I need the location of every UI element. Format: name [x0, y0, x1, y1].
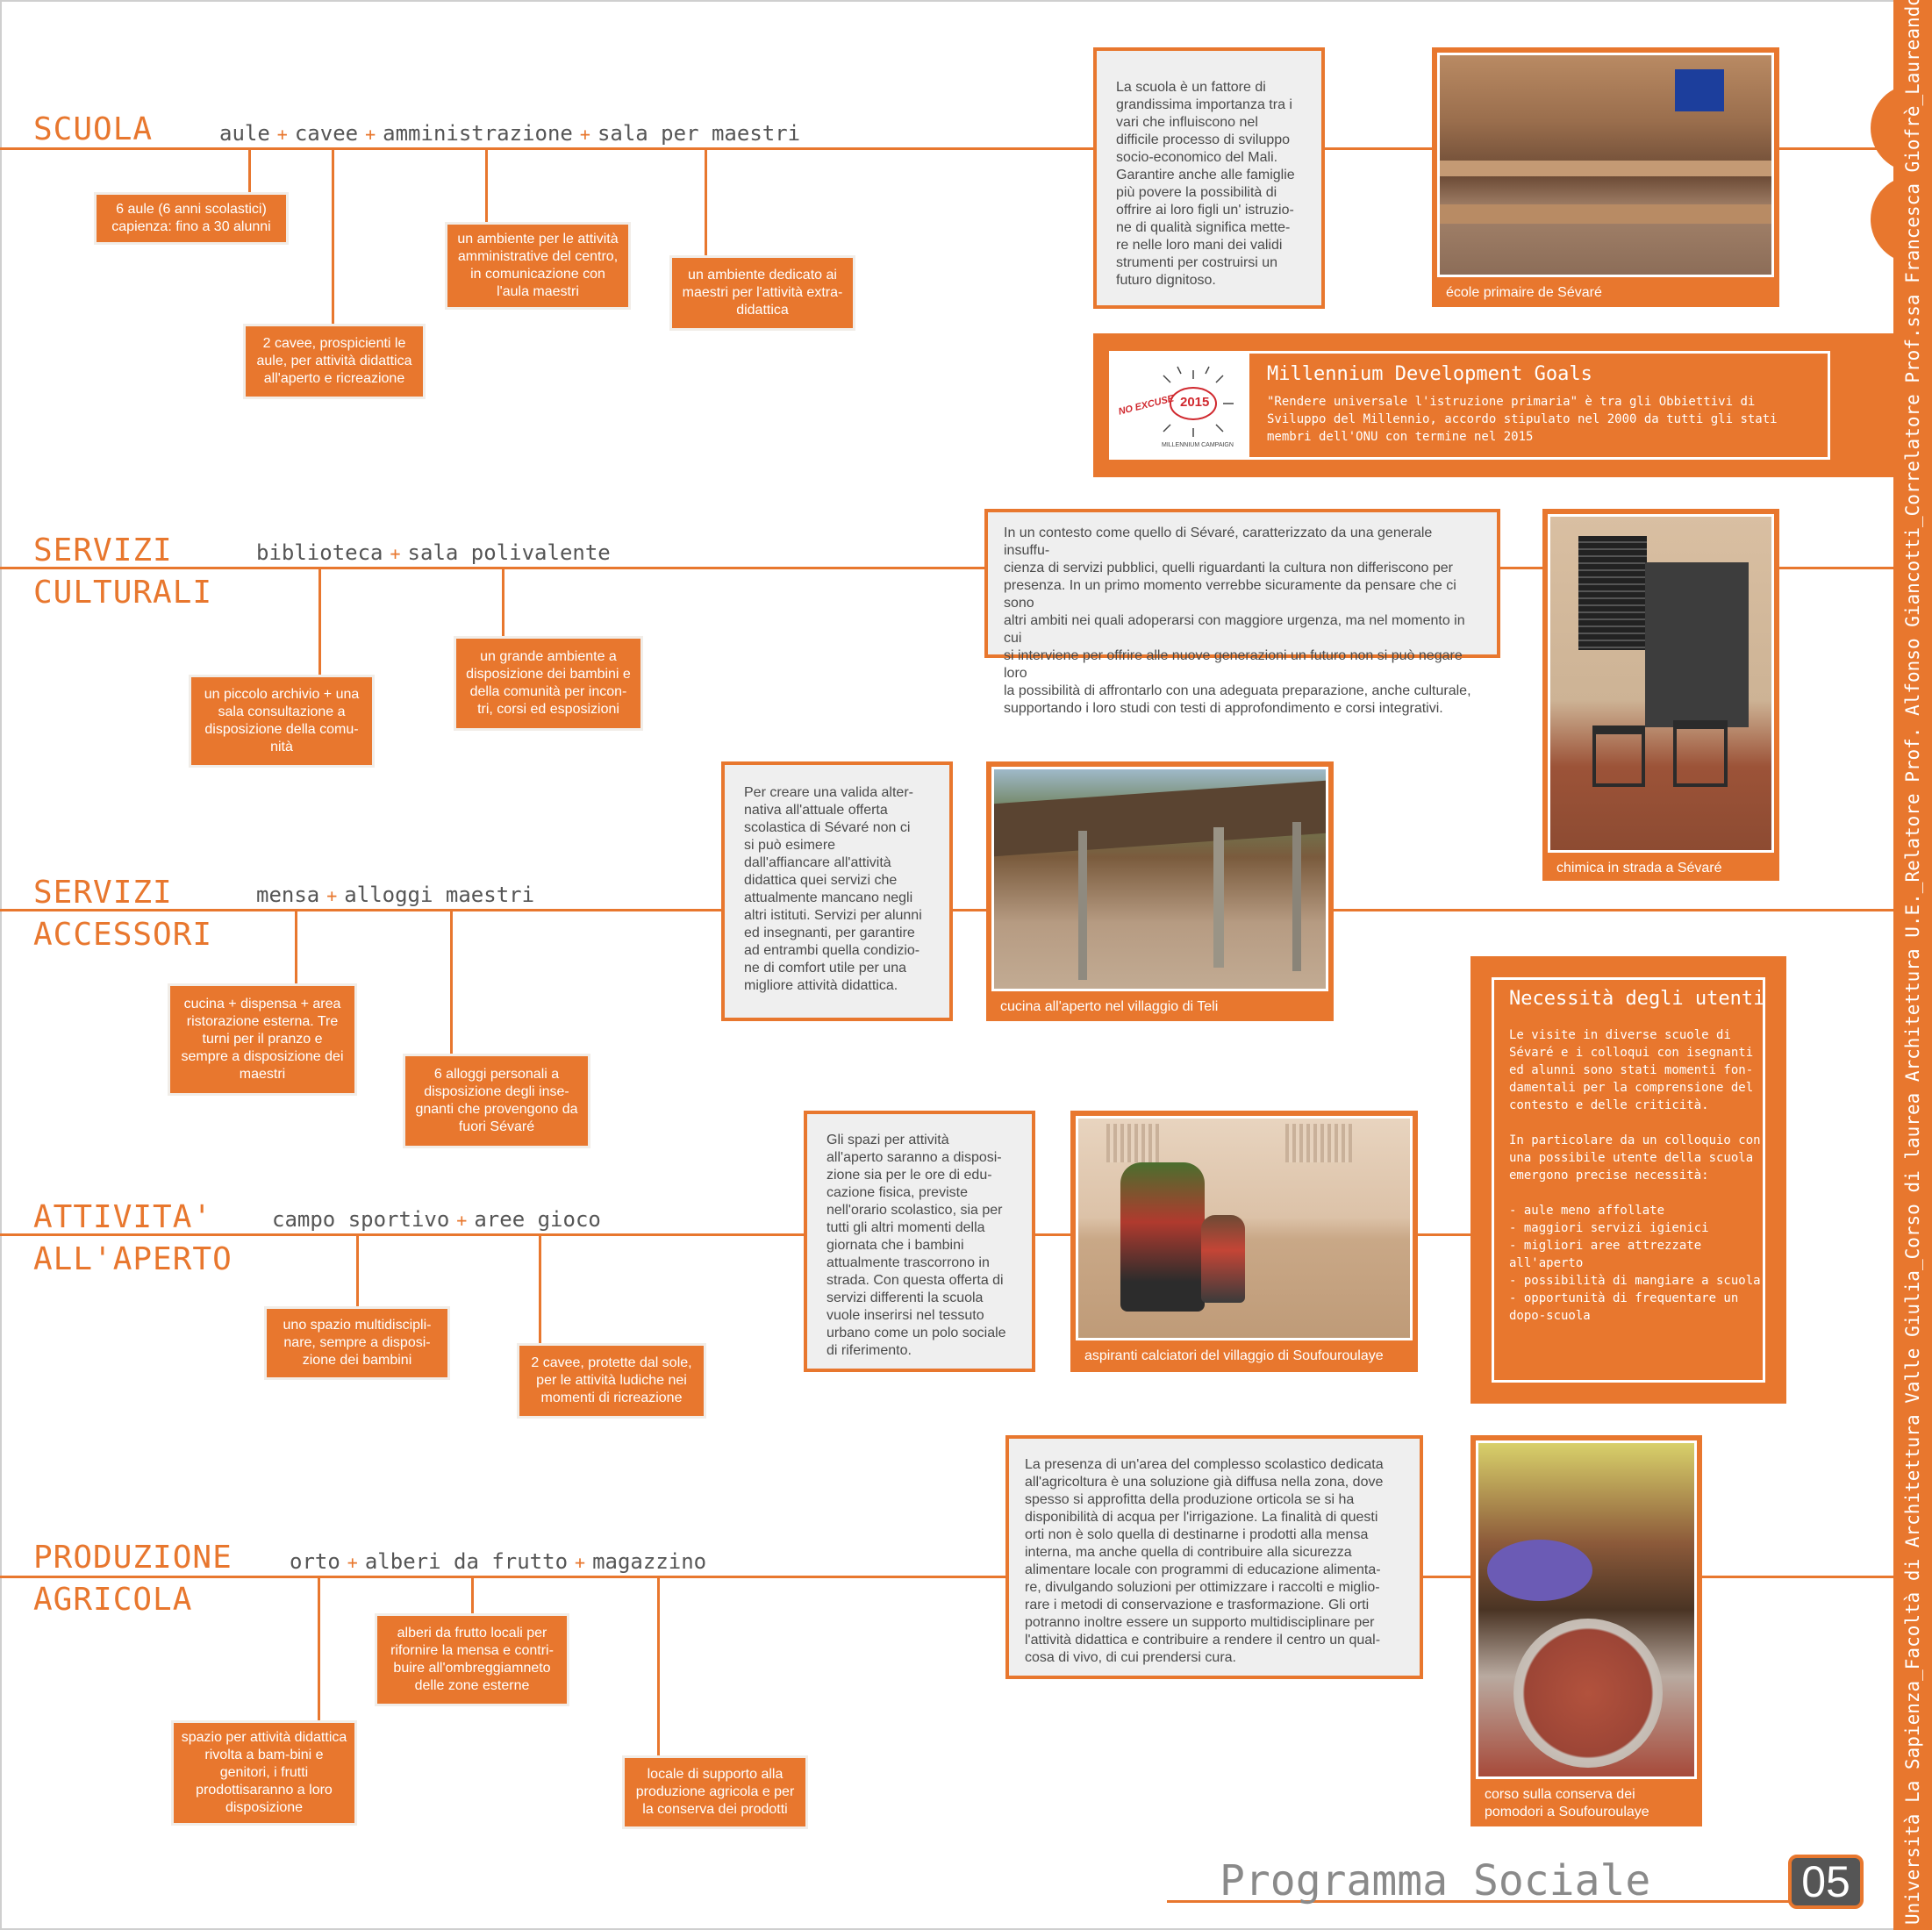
- accessori-photo: cucina all'aperto nel villaggio di Teli: [986, 761, 1334, 1021]
- culturali-photo-caption: chimica in strada a Sévaré: [1556, 861, 1722, 876]
- element-campo-sportivo: campo sportivo: [272, 1207, 450, 1232]
- note-mensa: cucina + dispensa + area ristorazione es…: [170, 986, 354, 1093]
- note-campo-sportivo: uno spazio multidiscipli-nare, sempre a …: [267, 1309, 447, 1377]
- note-cavee: 2 cavee, prospicienti le aule, per attiv…: [246, 326, 423, 397]
- necessita-inner: [1492, 977, 1765, 1383]
- element-alberi: alberi da frutto: [364, 1549, 569, 1574]
- outdoor-kitchen-image: [991, 767, 1328, 991]
- agricola-title: PRODUZIONE AGRICOLA: [33, 1540, 233, 1618]
- logo-year: 2015: [1180, 395, 1210, 410]
- connector: [248, 149, 251, 195]
- note-aule: 6 aule (6 anni scolastici) capienza: fin…: [97, 195, 286, 242]
- element-biblioteca: biblioteca: [256, 540, 383, 565]
- connector: [318, 1577, 320, 1723]
- credits-strip: [1893, 0, 1932, 1930]
- children-image: [1076, 1116, 1413, 1340]
- aperto-title: ATTIVITA' ALL'APERTO: [33, 1199, 233, 1277]
- culturali-photo: chimica in strada a Sévaré: [1542, 509, 1779, 881]
- connector: [295, 911, 297, 986]
- scuola-elements: aule+cavee+amministrazione+sala per maes…: [219, 121, 801, 146]
- note-magazzino: locale di supporto alla produzione agric…: [625, 1758, 805, 1826]
- connector: [318, 568, 321, 677]
- mdg-inner: [1109, 351, 1830, 460]
- note-sala-polivalente: un grande ambiente a disposizione dei ba…: [456, 639, 640, 728]
- culturali-axis: [0, 567, 1895, 569]
- accessori-elements: mensa+alloggi maestri: [256, 883, 535, 907]
- aperto-text: Gli spazi per attività all'aperto sarann…: [804, 1111, 1035, 1372]
- element-aule: aule: [219, 121, 270, 146]
- agricola-axis: [0, 1576, 1895, 1578]
- culturali-title: SERVIZI CULTURALI: [33, 533, 213, 611]
- connector: [502, 568, 504, 639]
- mdg-title: Millennium Development Goals: [1267, 363, 1592, 385]
- culturali-text: In un contesto come quello di Sévaré, ca…: [984, 509, 1500, 716]
- connector: [450, 911, 453, 1056]
- element-alloggi-maestri: alloggi maestri: [344, 883, 535, 907]
- note-biblioteca: un piccolo archivio + una sala consultaz…: [191, 677, 372, 765]
- connector: [705, 149, 707, 258]
- note-alloggi: 6 alloggi personali a disposizione degli…: [405, 1056, 588, 1146]
- agricola-photo-caption: corso sulla conserva dei pomodori a Souf…: [1485, 1787, 1649, 1819]
- element-cavee: cavee: [294, 121, 359, 146]
- element-aree-gioco: aree gioco: [474, 1207, 601, 1232]
- scuola-text: La scuola è un fattore di grandissima im…: [1093, 47, 1325, 309]
- logo-sub-text: MILLENNIUM CAMPAIGN: [1162, 442, 1234, 448]
- credits-text: Università La Sapienza_Facoltà di Archit…: [1902, 0, 1923, 1925]
- culturali-elements: biblioteca+sala polivalente: [256, 540, 611, 565]
- element-sala-maestri: sala per maestri: [597, 121, 801, 146]
- note-alberi: alberi da frutto locali per rifornire la…: [377, 1616, 567, 1704]
- note-aree-gioco: 2 cavee, protette dal sole, per le attiv…: [519, 1346, 704, 1416]
- aperto-photo: aspiranti calciatori del villaggio di So…: [1070, 1111, 1418, 1372]
- scuola-title: SCUOLA: [33, 111, 154, 147]
- note-amministrazione: un ambiente per le attività amministrati…: [447, 225, 628, 307]
- connector: [471, 1577, 474, 1616]
- aperto-axis: [0, 1233, 1470, 1236]
- page-title: Programma Sociale: [1220, 1856, 1651, 1905]
- necessita-title: Necessità degli utenti: [1509, 988, 1765, 1010]
- connector: [539, 1235, 541, 1346]
- agricola-elements: orto+alberi da frutto+magazzino: [290, 1549, 707, 1574]
- classroom-image: [1437, 53, 1774, 277]
- accessori-photo-caption: cucina all'aperto nel villaggio di Teli: [1000, 999, 1219, 1014]
- necessita-text: Le visite in diverse scuole di Sévaré e …: [1509, 1028, 1761, 1323]
- element-amministrazione: amministrazione: [383, 121, 573, 146]
- aperto-photo-caption: aspiranti calciatori del villaggio di So…: [1084, 1348, 1384, 1363]
- street-blackboard-image: [1548, 514, 1774, 853]
- aperto-elements: campo sportivo+aree gioco: [272, 1207, 601, 1232]
- connector: [356, 1235, 359, 1309]
- tomato-conservation-image: [1476, 1440, 1697, 1779]
- accessori-title: SERVIZI ACCESSORI: [33, 875, 213, 953]
- connector: [657, 1577, 660, 1758]
- accessori-text: Per creare una valida alter- nativa all'…: [721, 761, 953, 1021]
- note-orto: spazio per attività didattica rivolta a …: [174, 1723, 354, 1823]
- element-magazzino: magazzino: [592, 1549, 707, 1574]
- agricola-photo: corso sulla conserva dei pomodori a Souf…: [1470, 1435, 1702, 1826]
- page-number-badge: 05: [1788, 1855, 1864, 1909]
- element-mensa: mensa: [256, 883, 320, 907]
- scuola-photo-caption: école primaire de Sévaré: [1446, 285, 1602, 300]
- note-sala-maestri: un ambiente dedicato ai maestri per l'at…: [672, 258, 853, 328]
- mdg-text: "Rendere universale l'istruzione primari…: [1267, 395, 1778, 444]
- agricola-text: La presenza di un'area del complesso sco…: [1005, 1435, 1423, 1679]
- mdg-panel: NO EXCUSE 2015 MILLENNIUM CAMPAIGN Mille…: [1093, 333, 1895, 477]
- necessita-panel: Necessità degli utenti Le visite in dive…: [1470, 956, 1786, 1404]
- connector: [332, 149, 334, 326]
- no-excuse-2015-logo: NO EXCUSE 2015 MILLENNIUM CAMPAIGN: [1111, 353, 1249, 458]
- footer-line: [1167, 1900, 1851, 1903]
- element-sala-polivalente: sala polivalente: [407, 540, 611, 565]
- scuola-photo: école primaire de Sévaré: [1432, 47, 1779, 307]
- scuola-axis: [0, 147, 1895, 150]
- element-orto: orto: [290, 1549, 340, 1574]
- connector: [485, 149, 488, 225]
